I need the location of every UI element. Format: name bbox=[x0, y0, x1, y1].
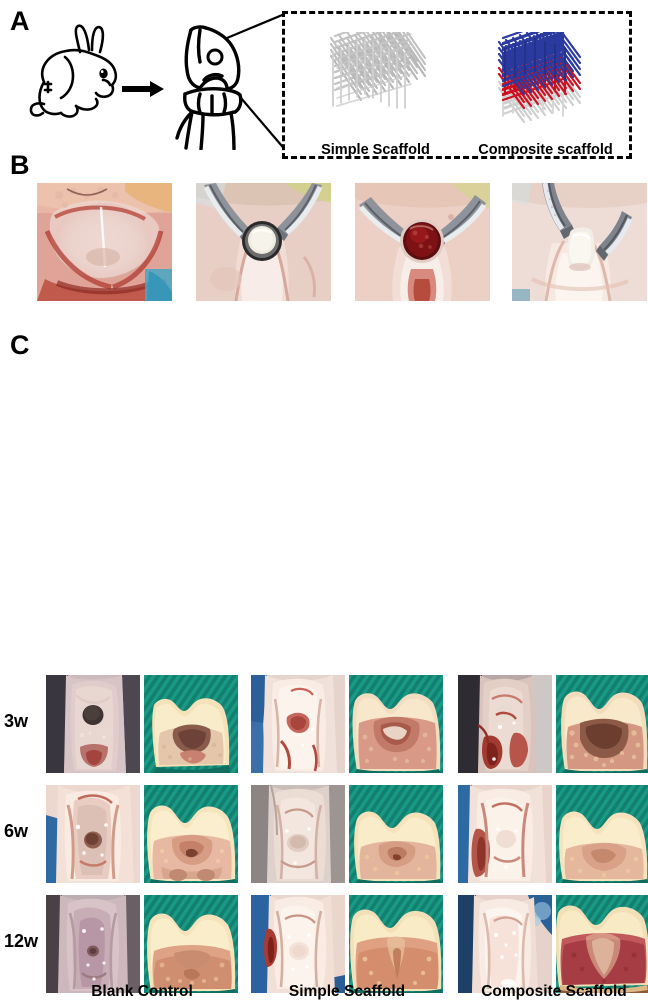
panel-c-cell-6w-blank-section bbox=[144, 785, 238, 883]
simple-scaffold-3d-lattice-icon bbox=[293, 2, 458, 132]
panel-c-letter: C bbox=[10, 330, 30, 360]
panel-c-cell-3w-simple-gross bbox=[251, 675, 345, 773]
panel-c: C 3w 6w 12w bbox=[0, 330, 648, 999]
group-label-composite-scaffold: Composite Scaffold bbox=[481, 983, 627, 1000]
row-label-6w: 6w bbox=[4, 821, 29, 841]
panel-c-cell-6w-simple-gross bbox=[251, 785, 345, 883]
composite-scaffold-label: Composite scaffold bbox=[478, 142, 613, 158]
panel-c-cell-12w-composite-gross bbox=[458, 895, 552, 993]
row-label-3w: 3w bbox=[4, 711, 29, 731]
panel-b-photo-1 bbox=[37, 183, 172, 301]
callout-lines bbox=[225, 10, 295, 155]
panel-b-photo-4 bbox=[512, 183, 647, 301]
panel-c-cell-3w-blank-gross bbox=[46, 675, 140, 773]
rabbit-knee-joint-diagram-icon bbox=[160, 22, 270, 151]
group-label-blank-control: Blank Control bbox=[91, 983, 193, 1000]
panel-b-photo-2 bbox=[196, 183, 331, 301]
composite-scaffold-cell: Composite scaffold bbox=[463, 15, 628, 160]
panel-c-cell-3w-blank-section bbox=[144, 675, 238, 773]
panel-c-cell-6w-blank-gross bbox=[46, 785, 140, 883]
rabbit-outline-icon bbox=[18, 20, 153, 135]
panel-c-cell-6w-composite-gross bbox=[458, 785, 552, 883]
right-arrow-icon bbox=[120, 78, 166, 100]
panel-c-cell-3w-simple-section bbox=[349, 675, 443, 773]
panel-c-cell-12w-blank-gross bbox=[46, 895, 140, 993]
simple-scaffold-cell: Simple Scaffold bbox=[293, 2, 458, 160]
panel-c-cell-3w-composite-gross bbox=[458, 675, 552, 773]
panel-a: A bbox=[0, 0, 648, 165]
panel-c-cell-12w-composite-section bbox=[556, 895, 648, 993]
panel-c-cell-3w-composite-section bbox=[556, 675, 648, 773]
panel-c-cell-6w-composite-section bbox=[556, 785, 648, 883]
scaffold-inset-box: Simple Scaffold bbox=[282, 2, 632, 160]
panel-c-cell-12w-simple-gross bbox=[251, 895, 345, 993]
panel-c-cell-12w-blank-section bbox=[144, 895, 238, 993]
panel-c-cell-12w-simple-section bbox=[349, 895, 443, 993]
panel-b-photo-3 bbox=[355, 183, 490, 301]
panel-b-letter: B bbox=[10, 150, 30, 180]
panel-b: B bbox=[0, 150, 648, 325]
simple-scaffold-label: Simple Scaffold bbox=[321, 142, 430, 158]
composite-scaffold-3d-lattice-icon bbox=[463, 15, 628, 132]
row-label-12w: 12w bbox=[4, 931, 39, 951]
panel-a-letter: A bbox=[10, 6, 30, 36]
group-label-simple-scaffold: Simple Scaffold bbox=[288, 983, 406, 1000]
panel-c-cell-6w-simple-section bbox=[349, 785, 443, 883]
